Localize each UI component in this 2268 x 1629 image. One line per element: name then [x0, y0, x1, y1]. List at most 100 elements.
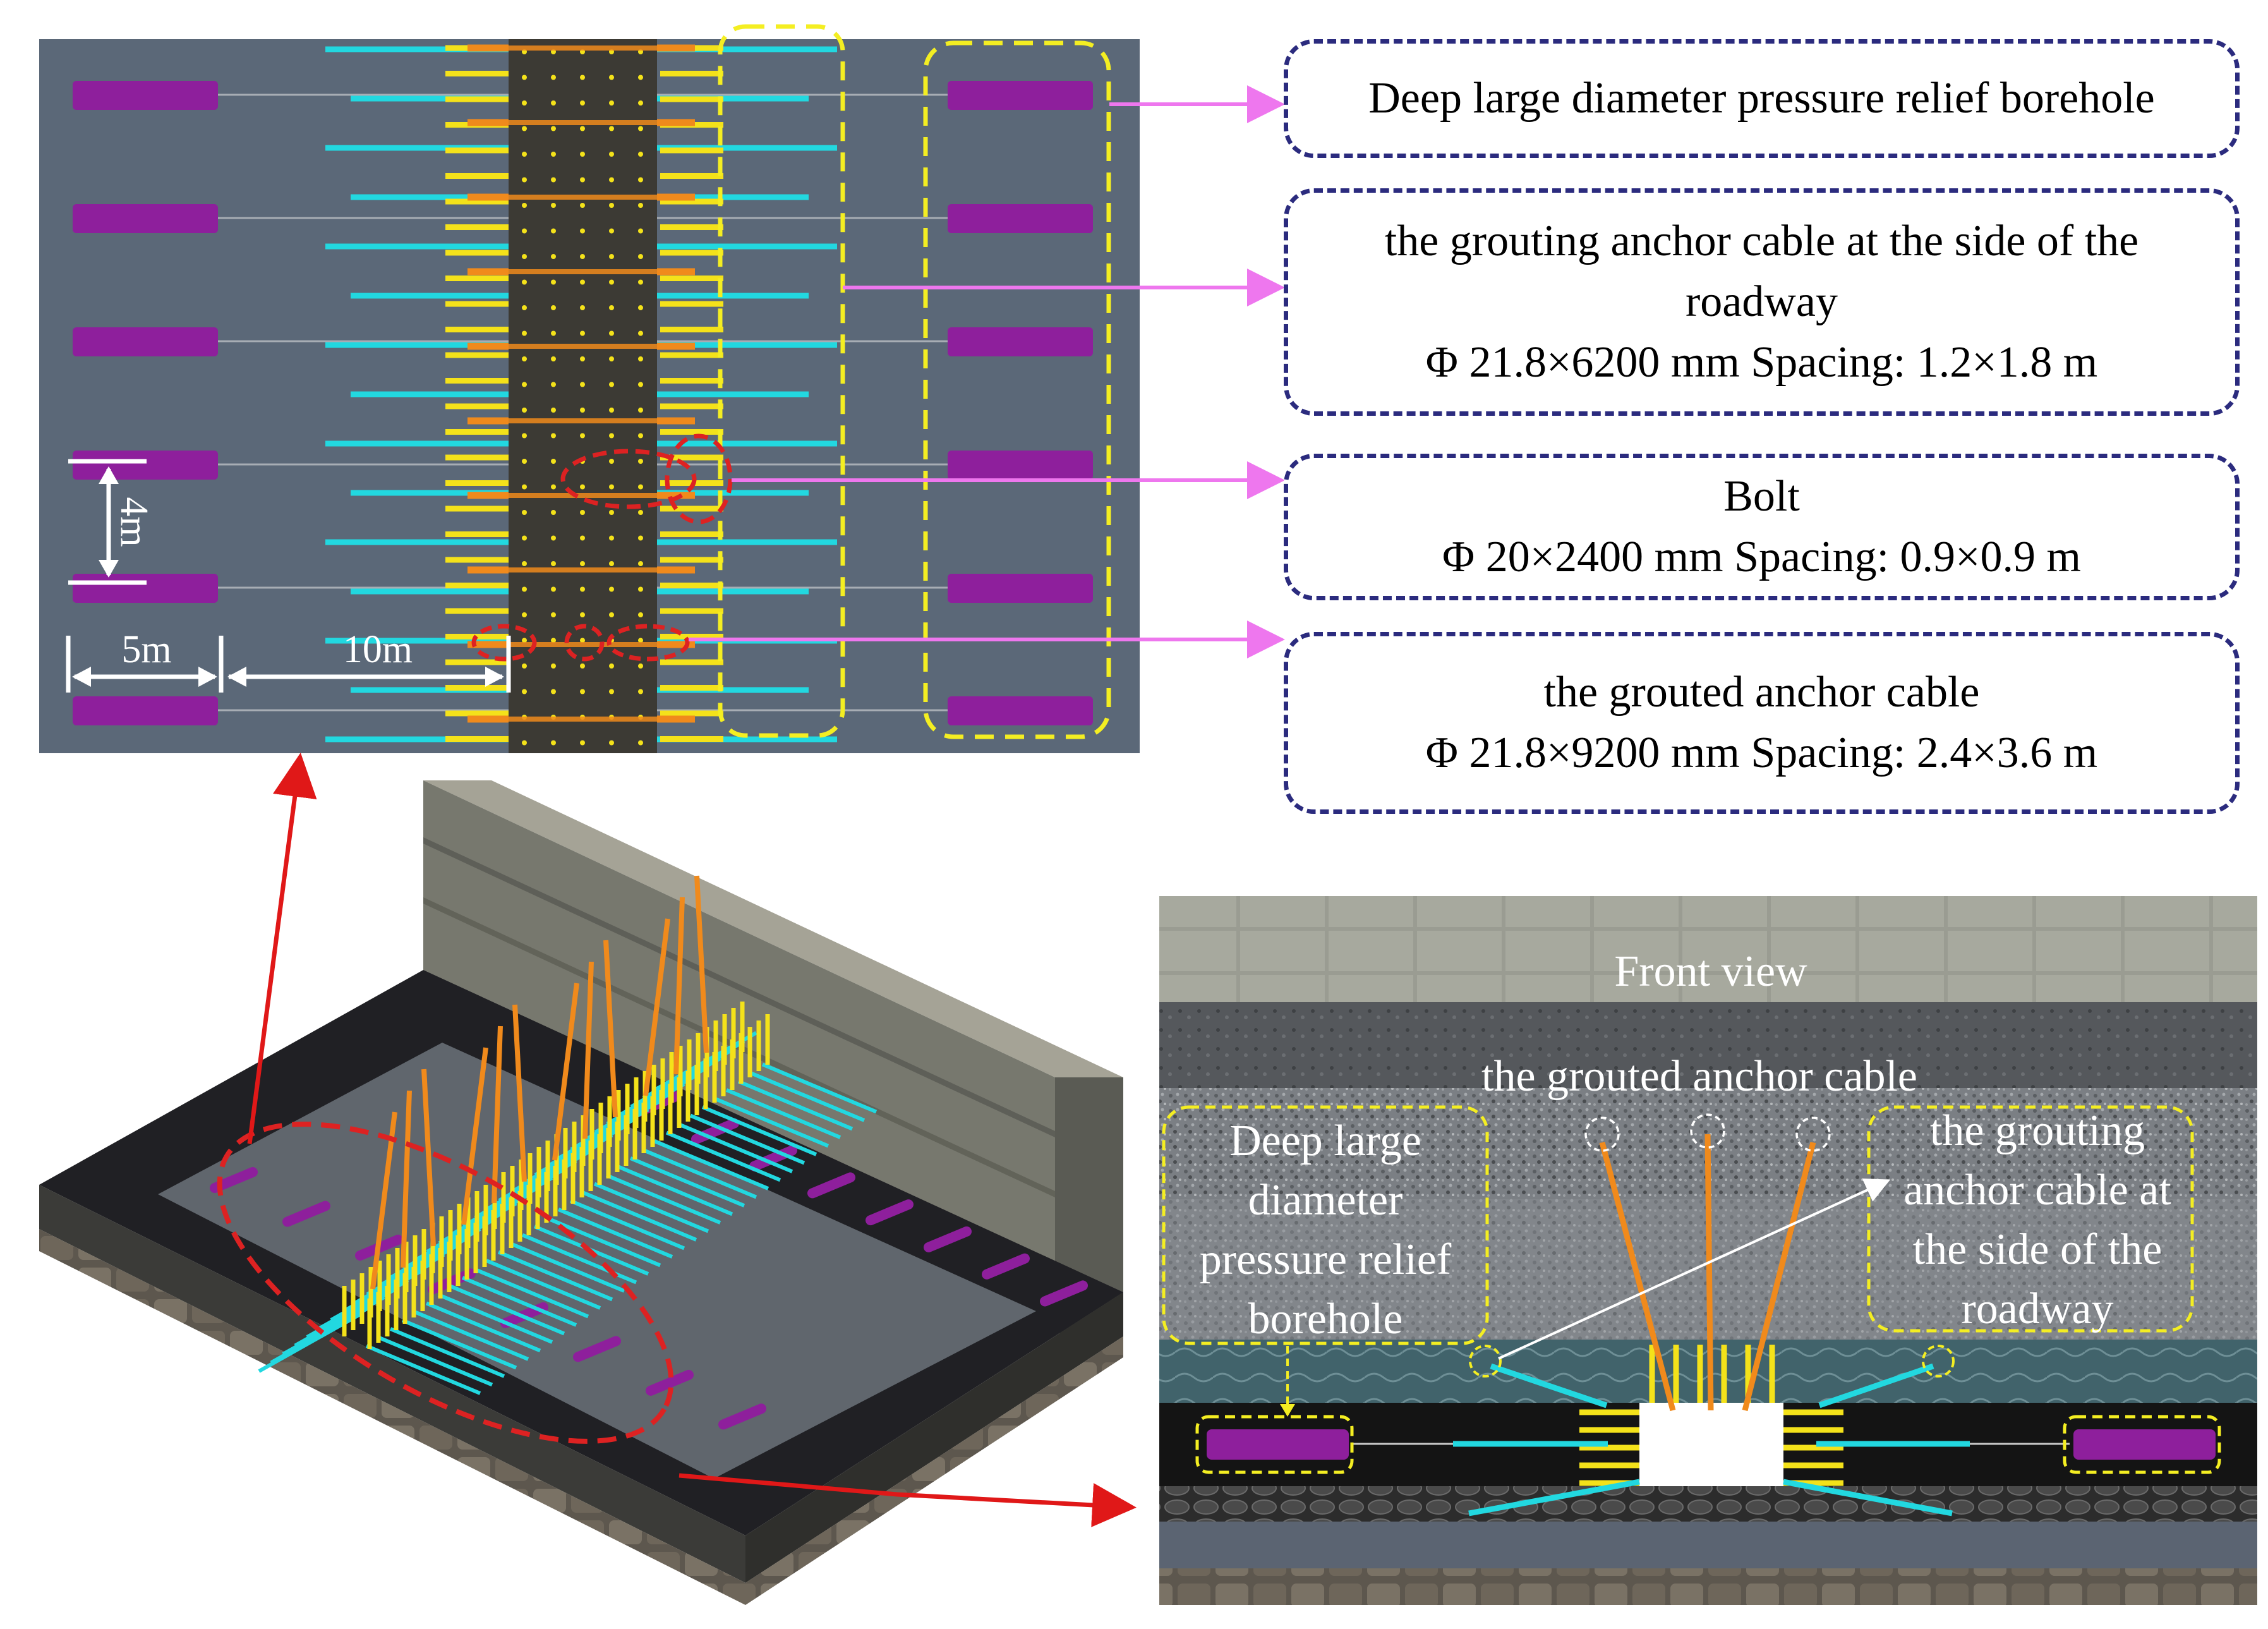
plan-bolt-head — [609, 382, 614, 387]
plan-bolt-head — [638, 228, 643, 234]
plan-bolt-head — [580, 356, 585, 361]
plan-bolt-head — [551, 203, 556, 208]
callout-side-cable: the grouting anchor cable at the side of… — [1284, 188, 2240, 416]
plan-bolt-head — [609, 254, 614, 259]
iso-side-cable — [509, 1242, 625, 1293]
svg-text:borehole: borehole — [1248, 1295, 1403, 1343]
plan-bolt-head — [609, 586, 614, 592]
plan-bolt-head — [609, 689, 614, 694]
callout-grouted-cable: the grouted anchor cable Φ 21.8×9200 mm … — [1284, 632, 2240, 814]
plan-bolt-head — [551, 382, 556, 387]
plan-bolt-head — [522, 126, 527, 131]
iso-grouted-cable — [603, 940, 618, 1118]
plan-bolt-head — [580, 305, 585, 310]
plan-bolt-head — [580, 408, 585, 413]
plan-bolt-head — [609, 408, 614, 413]
front-borehole-right — [2073, 1429, 2216, 1460]
plan-bolt-head — [609, 203, 614, 208]
iso-grouted-cable — [512, 1004, 527, 1182]
plan-bolt-head — [522, 382, 527, 387]
iso-side-cable — [761, 1062, 878, 1114]
plan-bolt-head — [551, 228, 556, 234]
plan-bolt-head — [551, 408, 556, 413]
plan-bolt-head — [522, 663, 527, 669]
plan-bolt-head — [551, 586, 556, 592]
plan-bolt-head — [609, 279, 614, 285]
front-borehole-label: Deep large diameter pressure relief bore… — [1200, 1117, 1452, 1343]
plan-bolt-head — [522, 586, 527, 592]
plan-roadway — [445, 39, 723, 753]
plan-bolt-head — [580, 663, 585, 669]
callout-side-cable-spec: Φ 21.8×6200 mm Spacing: 1.2×1.8 m — [1425, 338, 2098, 387]
plan-borehole — [73, 204, 218, 233]
plan-bolt-head — [522, 459, 527, 464]
iso-side-cable — [557, 1208, 673, 1259]
plan-bolt-head — [609, 612, 614, 617]
iso-side-cable — [389, 1327, 505, 1378]
plan-bolt-head — [522, 254, 527, 259]
plan-borehole — [73, 451, 218, 480]
plan-borehole — [948, 574, 1093, 603]
plan-bolt-head — [580, 100, 585, 106]
plan-bolt-head — [551, 100, 556, 106]
plan-bolt-head — [638, 408, 643, 413]
dimension-10m-label: 10m — [343, 628, 413, 671]
iso-side-cable — [365, 1344, 481, 1395]
plan-bolt-head — [551, 75, 556, 80]
iso-side-cable — [425, 1301, 541, 1353]
plan-bolt-head — [638, 305, 643, 310]
svg-text:the grouting: the grouting — [1930, 1106, 2145, 1155]
plan-bolt-head — [638, 740, 643, 746]
svg-text:anchor cable at: anchor cable at — [1903, 1166, 2171, 1214]
plan-bolt-head — [522, 638, 527, 643]
iso-side-cable — [641, 1148, 757, 1199]
plan-bolt-head — [551, 433, 556, 439]
dimension-5m-label: 5m — [121, 628, 171, 671]
iso-side-cable — [725, 1088, 841, 1139]
plan-bolt-head — [522, 75, 527, 80]
plan-bolt-head — [638, 586, 643, 592]
iso-side-cable — [497, 1250, 613, 1302]
svg-text:diameter: diameter — [1248, 1176, 1403, 1225]
plan-borehole — [948, 327, 1093, 356]
plan-bolt-head — [638, 433, 643, 439]
iso-borehole — [646, 1369, 694, 1396]
plan-bolt-head — [638, 356, 643, 361]
plan-bolt-head — [638, 177, 643, 183]
bolt-side-highlight-ellipse — [665, 433, 733, 524]
callout-borehole: Deep large diameter pressure relief bore… — [1284, 39, 2240, 158]
plan-bolt-head — [580, 586, 585, 592]
plan-bolt-head — [580, 152, 585, 157]
plan-bolt-head — [580, 612, 585, 617]
front-grouted-cable-label: the grouted anchor cable — [1481, 1052, 1917, 1101]
plan-bolt-head — [638, 152, 643, 157]
plan-borehole — [73, 327, 218, 356]
iso-borehole — [749, 1145, 797, 1172]
plan-bolt-head — [580, 279, 585, 285]
plan-bolt-head — [580, 535, 585, 541]
plan-bolt-head — [551, 279, 556, 285]
front-side-cable-label: the grouting anchor cable at the side of… — [1903, 1106, 2171, 1333]
iso-borehole — [691, 1118, 739, 1144]
callout-bolt-spec: Φ 20×2400 mm Spacing: 0.9×0.9 m — [1442, 533, 2081, 581]
iso-grouted-cable — [694, 875, 709, 1053]
svg-text:pressure relief: pressure relief — [1200, 1235, 1452, 1284]
callout-bolt-title: Bolt — [1723, 472, 1800, 521]
plan-bolt-head — [609, 126, 614, 131]
plan-bolt-head — [638, 561, 643, 566]
iso-side-cable — [713, 1096, 829, 1148]
svg-text:the side of the: the side of the — [1913, 1225, 2162, 1274]
iso-side-cable — [485, 1259, 601, 1310]
plan-bolt-head — [580, 510, 585, 515]
plan-bolt-head — [522, 100, 527, 106]
plan-bolt-head — [580, 740, 585, 746]
plan-bolt-head — [580, 433, 585, 439]
front-view-title: Front view — [1614, 947, 1807, 996]
plan-bolt-head — [638, 663, 643, 669]
roadway-opening — [1639, 1403, 1783, 1486]
plan-bolt-head — [551, 561, 556, 566]
dimension-10m: 10m — [227, 628, 511, 693]
plan-bolt-head — [522, 305, 527, 310]
plan-bolt-head — [609, 510, 614, 515]
